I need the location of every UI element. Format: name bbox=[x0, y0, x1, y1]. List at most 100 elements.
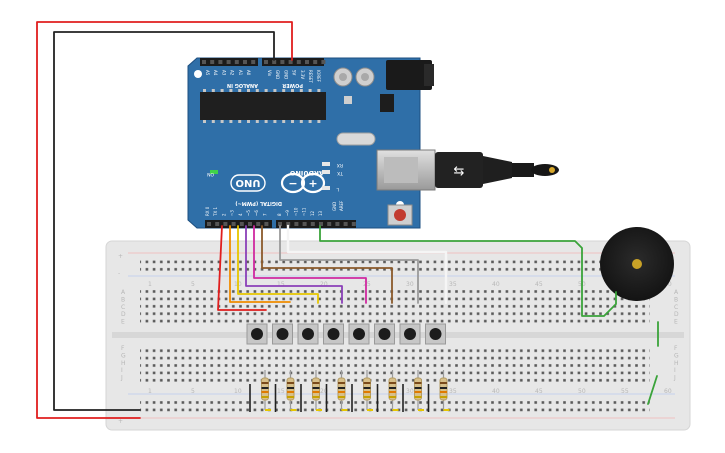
header-hole bbox=[321, 60, 326, 64]
pin-label: A3 bbox=[221, 70, 226, 76]
chip-pin bbox=[211, 120, 215, 123]
pin-label: 7 bbox=[262, 213, 267, 216]
row-label: D bbox=[121, 311, 126, 318]
column-number: 5 bbox=[191, 388, 195, 395]
pushbutton[interactable] bbox=[425, 323, 446, 345]
wire-green-ground[interactable] bbox=[647, 375, 658, 405]
dc-jack-end bbox=[424, 64, 434, 86]
reset-button[interactable] bbox=[387, 204, 413, 226]
row-label: A bbox=[121, 289, 126, 296]
wire-brown-pin7[interactable] bbox=[261, 225, 393, 304]
on-label: ON bbox=[207, 171, 214, 177]
pushbutton[interactable] bbox=[399, 323, 421, 345]
resistor[interactable] bbox=[312, 370, 323, 411]
pushbutton[interactable] bbox=[323, 323, 344, 345]
digital-header-high[interactable] bbox=[276, 220, 356, 228]
column-number: 55 bbox=[621, 388, 629, 395]
pin-label: 5V bbox=[292, 70, 297, 76]
header-pin-holes bbox=[202, 60, 356, 226]
column-numbers-bottom: 151015202530354045505560 bbox=[148, 388, 672, 395]
gnd-label: GND bbox=[332, 202, 337, 211]
rx-label: RX bbox=[337, 162, 343, 168]
pin-label: TX 1 bbox=[213, 207, 218, 217]
row-label: B bbox=[121, 296, 125, 303]
breadboard: + + - 151015202530354045505560 151015202… bbox=[105, 240, 691, 431]
digital-header-low[interactable] bbox=[205, 220, 272, 228]
resistor[interactable] bbox=[388, 370, 399, 411]
arduino-uno-board[interactable]: − + ARDUINO UNO RX TX L ON bbox=[187, 57, 436, 229]
column-number: 20 bbox=[320, 388, 328, 395]
chip-pin bbox=[247, 89, 250, 92]
resistor[interactable] bbox=[363, 370, 374, 411]
pin-label: ~6 bbox=[254, 210, 259, 216]
chip-pin bbox=[299, 120, 303, 123]
row-label: C bbox=[121, 304, 125, 311]
resistor[interactable] bbox=[261, 370, 272, 411]
rail-plus-label: + bbox=[118, 253, 123, 260]
buzzer-center bbox=[632, 259, 642, 269]
wire-black-gnd[interactable] bbox=[53, 31, 275, 411]
piezo-buzzer[interactable] bbox=[600, 227, 674, 301]
wire-green-buzzer[interactable] bbox=[319, 225, 617, 317]
wire-purple-pin5[interactable] bbox=[245, 225, 343, 304]
capacitor-top bbox=[339, 73, 347, 81]
resistor[interactable] bbox=[286, 370, 297, 411]
wire-red-5v[interactable] bbox=[36, 21, 293, 419]
column-number: 60 bbox=[664, 281, 672, 288]
header-hole bbox=[319, 222, 323, 226]
wire-yellow-pin4[interactable] bbox=[237, 225, 319, 304]
chip-pin bbox=[229, 89, 233, 92]
chip-pin bbox=[273, 89, 277, 92]
uno-label: UNO bbox=[236, 177, 261, 188]
power-header[interactable] bbox=[262, 58, 324, 66]
wire-magenta-pin6[interactable] bbox=[253, 225, 367, 304]
header-hole bbox=[223, 222, 228, 226]
wire-red-pin2[interactable] bbox=[217, 225, 267, 311]
on-led bbox=[210, 170, 218, 174]
header-hole bbox=[343, 222, 348, 226]
pushbutton[interactable] bbox=[246, 323, 268, 345]
pin-label: ~11 bbox=[302, 207, 307, 216]
header-hole bbox=[207, 222, 211, 226]
chip-pin bbox=[203, 89, 206, 92]
l-label: L bbox=[336, 186, 339, 192]
pin-label: 8 bbox=[277, 213, 282, 216]
column-number: 20 bbox=[320, 281, 328, 288]
row-label: F bbox=[121, 345, 125, 352]
chip-pin bbox=[308, 120, 312, 123]
header-hole bbox=[218, 60, 223, 64]
resistor[interactable] bbox=[337, 370, 348, 411]
ground-jumpers bbox=[249, 384, 430, 412]
header-hole bbox=[243, 60, 247, 64]
pin-label: ~3 bbox=[230, 210, 235, 216]
chip-pin bbox=[273, 120, 277, 123]
column-number: 1 bbox=[148, 388, 152, 395]
resistor[interactable] bbox=[439, 370, 450, 411]
pin-label: ~10 bbox=[293, 207, 298, 216]
rx-led bbox=[322, 162, 330, 166]
chip-pin bbox=[264, 120, 268, 123]
chip-pin bbox=[282, 120, 286, 123]
pushbutton[interactable] bbox=[374, 323, 395, 345]
row-label: B bbox=[674, 296, 678, 303]
header-hole bbox=[335, 222, 340, 226]
pin-label: 4 bbox=[238, 213, 243, 216]
wire-gray-pin8[interactable] bbox=[279, 225, 419, 304]
pushbutton[interactable] bbox=[272, 323, 293, 345]
pin-label: IOREF bbox=[316, 70, 321, 83]
chip-pin bbox=[247, 120, 250, 123]
column-number: 15 bbox=[277, 281, 285, 288]
resistor[interactable] bbox=[414, 370, 425, 411]
chip-pin bbox=[229, 120, 233, 123]
svg-text:−: − bbox=[288, 177, 297, 190]
pushbutton[interactable] bbox=[348, 323, 370, 345]
column-number: 60 bbox=[664, 388, 672, 395]
wire-orange-pin3[interactable] bbox=[229, 225, 291, 303]
chip-pin bbox=[291, 89, 294, 92]
wire-white-pin9[interactable] bbox=[286, 224, 448, 305]
row-label: J bbox=[673, 375, 676, 382]
header-hole bbox=[239, 222, 244, 226]
pushbutton[interactable] bbox=[297, 323, 319, 345]
